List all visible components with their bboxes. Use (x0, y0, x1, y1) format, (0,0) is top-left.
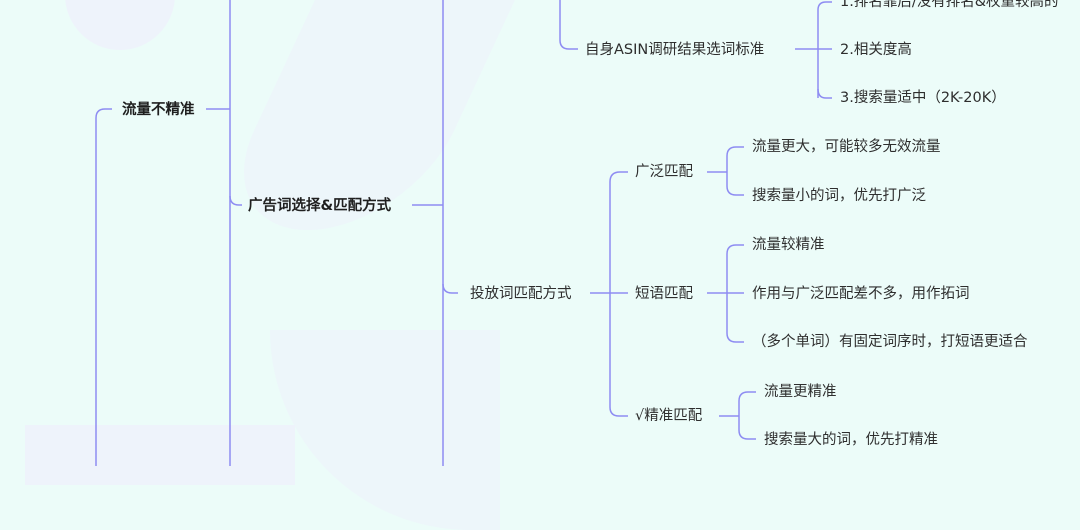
node-exact-item[interactable]: 流量更精准 (764, 384, 837, 400)
node-phrase-item[interactable]: 流量较精准 (752, 237, 825, 253)
node-asin-criteria[interactable]: 自身ASIN调研结果选词标准 (585, 42, 765, 58)
node-broad-item[interactable]: 搜索量小的词，优先打广泛 (752, 188, 926, 204)
node-phrase-item[interactable]: 作用与广泛匹配差不多，用作拓词 (752, 286, 970, 302)
node-inaccurate-traffic[interactable]: 流量不精准 (122, 102, 195, 118)
connector-lines (95, 0, 832, 466)
node-asin-criteria-item[interactable]: 3.搜索量适中（2K-20K） (840, 90, 1006, 106)
node-broad-match[interactable]: 广泛匹配 (635, 164, 693, 180)
node-phrase-item[interactable]: （多个单词）有固定词序时，打短语更适合 (752, 334, 1028, 350)
node-exact-match[interactable]: √精准匹配 (635, 408, 703, 424)
node-keyword-selection-match[interactable]: 广告词选择&匹配方式 (248, 198, 392, 214)
node-phrase-match[interactable]: 短语匹配 (635, 286, 693, 302)
node-asin-criteria-item[interactable]: 1.排名靠后/没有排名&权重较高的 (840, 0, 1059, 10)
node-asin-criteria-item[interactable]: 2.相关度高 (840, 42, 912, 58)
node-match-types[interactable]: 投放词匹配方式 (470, 286, 572, 302)
node-exact-item[interactable]: 搜索量大的词，优先打精准 (764, 432, 938, 448)
node-broad-item[interactable]: 流量更大，可能较多无效流量 (752, 139, 941, 155)
